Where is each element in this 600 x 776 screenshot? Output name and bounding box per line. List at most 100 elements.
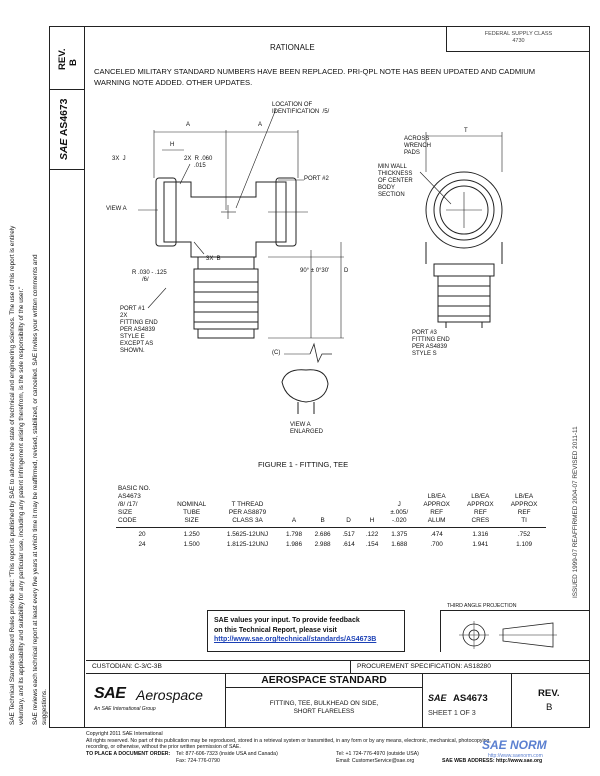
cell: 2.686 — [314, 531, 331, 538]
tee-fitting-drawing — [138, 108, 503, 414]
label-dim-3x-b: 3X B — [206, 256, 221, 262]
cell: 1.941 — [472, 541, 489, 548]
supply-class-label: FEDERAL SUPPLY CLASS — [484, 31, 553, 37]
sae-aerospace-logo: SAE Aerospace An SAE International Group — [86, 674, 226, 728]
label-location-id: LOCATION OF IDENTIFICATION /5/ — [272, 102, 330, 115]
cell: .700 — [430, 541, 443, 548]
web-address[interactable]: SAE WEB ADDRESS: http://www.sae.org — [442, 757, 543, 764]
supply-class-box: FEDERAL SUPPLY CLASS 4730 — [446, 26, 590, 52]
label-dim-d: D — [344, 268, 349, 274]
cell: .752 — [517, 531, 531, 538]
document-description: FITTING, TEE, BULKHEAD ON SIDE, SHORT FL… — [226, 700, 422, 716]
feedback-box: SAE values your input. To provide feedba… — [207, 610, 405, 652]
cell: 1.500 — [183, 541, 200, 548]
cell: 1.109 — [516, 541, 533, 548]
label-dim-a-top: A — [186, 122, 191, 128]
phone-domestic: Tel: 877-606-7323 (inside USA and Canada… — [176, 751, 278, 757]
label-dim-chamfer: 2X R .060 .015 — [184, 156, 213, 169]
col-a: A — [279, 485, 309, 528]
cell: 1.250 — [183, 531, 200, 538]
col-thread: T THREAD PER AS8879 CLASS 3A — [215, 485, 280, 528]
notice-line-2: voluntary, and its applicability and sui… — [18, 286, 25, 725]
col-h: H — [360, 485, 384, 528]
dimension-table: BASIC NO. AS4673 /8/ /17/ SIZE CODE NOMI… — [116, 485, 546, 548]
cell: .122 — [365, 531, 379, 538]
email: Email: CustomerService@sae.org — [336, 757, 415, 764]
notice-line-1: SAE Technical Standards Board Rules prov… — [9, 225, 16, 725]
label-view-a-enlarged: VIEW A ENLARGED — [290, 422, 324, 435]
figure-caption: FIGURE 1 - FITTING, TEE — [258, 460, 349, 469]
rights-notice: All rights reserved. No part of this pub… — [86, 737, 491, 744]
cell: 1.688 — [391, 541, 408, 548]
drawing-frame — [49, 26, 590, 728]
sae-norm-watermark: SAE NORM http://www.saenorm.com — [482, 738, 547, 759]
left-rev-cell: REV. B — [49, 26, 85, 90]
revision-label: REV. — [538, 688, 560, 699]
revision-cell: REV. B — [512, 674, 590, 728]
watermark-main: SAE NORM — [482, 738, 547, 752]
notice-line-3: SAE reviews each technical report at lea… — [32, 254, 39, 725]
logo-aerospace-text: Aerospace — [136, 687, 203, 703]
custodian: CUSTODIAN: C-3/C-3B — [92, 663, 162, 670]
left-column — [49, 26, 85, 728]
label-min-wall: MIN WALL THICKNESS OF CENTER BODY SECTIO… — [378, 164, 413, 198]
cell: 1.5625-12UNJ — [226, 531, 269, 538]
col-ti: LB/EA APPROX REF TI — [502, 485, 546, 528]
col-b: B — [308, 485, 337, 528]
cell: 20 — [138, 531, 146, 538]
cell: 24 — [138, 541, 146, 548]
cell: .517 — [342, 531, 355, 538]
left-rev-label: REV. — [57, 48, 68, 70]
label-dim-a-mid: A — [258, 122, 263, 128]
sae-logo-small: SAE — [428, 693, 447, 703]
description-line-1: FITTING, TEE, BULKHEAD ON SIDE, — [269, 700, 379, 707]
feedback-line-1: SAE values your input. To provide feedba… — [214, 617, 360, 624]
label-across-pads: ACROSS WRENCH PADS — [404, 136, 431, 156]
copyright: Copyright 2011 SAE International — [86, 731, 163, 737]
table-row: 24 1.500 1.8125-12UNJ 1.986 2.988 .614 .… — [116, 538, 546, 548]
cell: .614 — [342, 541, 355, 548]
left-rev-value: B — [68, 59, 79, 66]
label-dim-radius: R .030 - .125 /6/ — [132, 270, 167, 283]
col-cres: LB/EA APPROX REF CRES — [458, 485, 503, 528]
revision-value: B — [546, 702, 553, 713]
label-port-3: PORT #3 FITTING END PER AS4839 STYLE S — [412, 330, 450, 357]
rationale-heading: RATIONALE — [270, 43, 315, 52]
sheet-number: SHEET 1 OF 3 — [428, 708, 476, 717]
phone-international: Tel: +1 724-776-4970 (outside USA) — [336, 751, 419, 757]
label-dim-angle: 90° ± 0°30' — [300, 268, 330, 274]
left-sae-logo: SAE — [59, 138, 70, 160]
watermark-url: http://www.saenorm.com — [488, 753, 543, 759]
rationale-text: CANCELED MILITARY STANDARD NUMBERS HAVE … — [94, 67, 536, 87]
cell: 1.316 — [472, 531, 489, 538]
third-angle-projection-icon — [459, 621, 557, 649]
label-dim-3x-j: 3X J — [112, 156, 126, 162]
cell: 1.375 — [391, 531, 408, 538]
label-dim-h: H — [170, 142, 175, 148]
description-line-2: SHORT FLARELESS — [293, 708, 355, 715]
cell: 1.798 — [286, 531, 303, 538]
feedback-link[interactable]: http://www.sae.org/technical/standards/A… — [214, 636, 377, 643]
projection-title: THIRD ANGLE PROJECTION — [447, 603, 517, 609]
cell: 1.986 — [286, 541, 303, 548]
col-j: J ±.005/ -.020 — [383, 485, 415, 528]
label-dim-c: (C) — [272, 350, 281, 356]
cell: .474 — [430, 531, 443, 538]
label-view-a: VIEW A — [106, 206, 127, 212]
col-alum: LB/EA APPROX REF ALUM — [414, 485, 459, 528]
feedback-line-2: on this Technical Report, please visit — [214, 626, 337, 634]
col-d: D — [336, 485, 361, 528]
projection-box — [440, 610, 590, 652]
left-doc-number: AS4673 — [59, 98, 70, 137]
logo-sae-text: SAE — [94, 685, 126, 702]
supply-class-value: 4730 — [512, 38, 525, 44]
custodian-row: CUSTODIAN: C-3/C-3B PROCUREMENT SPECIFIC… — [86, 660, 590, 674]
cell: 1.8125-12UNJ — [226, 541, 269, 548]
technical-drawing: LOCATION OF IDENTIFICATION /5/ A A H 3X … — [86, 92, 590, 472]
col-size-code: BASIC NO. AS4673 /8/ /17/ SIZE CODE — [116, 485, 168, 528]
col-tube-size: NOMINAL TUBE SIZE — [168, 485, 216, 528]
fax: Fax: 724-776-0790 — [176, 757, 220, 764]
document-number-cell: SAE AS4673 SHEET 1 OF 3 — [422, 674, 512, 728]
label-port-2: PORT #2 — [304, 176, 329, 182]
cell: .154 — [365, 541, 379, 548]
